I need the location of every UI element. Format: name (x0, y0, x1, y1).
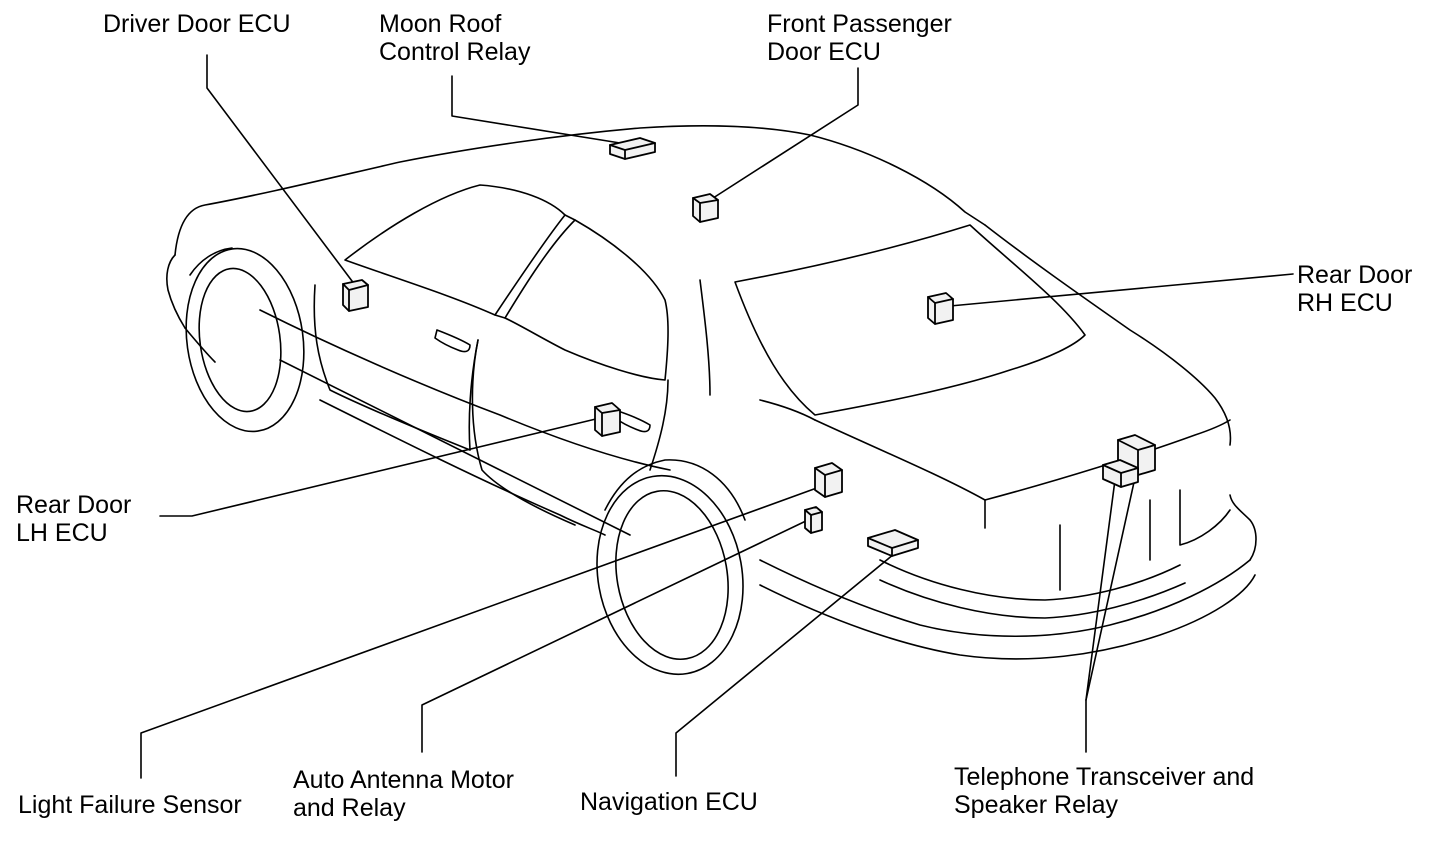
label-rear-door-lh-ecu: Rear Door LH ECU (16, 491, 131, 547)
label-driver-door-ecu: Driver Door ECU (103, 10, 291, 38)
label-auto-antenna-line2: and Relay (293, 794, 406, 822)
label-auto-antenna-line1: Auto Antenna Motor (293, 766, 514, 794)
label-telephone-transceiver-speaker-relay: Telephone Transceiver and Speaker Relay (954, 763, 1254, 819)
label-navigation-ecu: Navigation ECU (580, 788, 758, 816)
rear-door-rh-ecu-box (927, 292, 954, 325)
front-passenger-door-ecu-box (692, 193, 719, 223)
label-auto-antenna-motor-relay: Auto Antenna Motor and Relay (293, 766, 514, 822)
label-rear-door-rh-ecu: Rear Door RH ECU (1297, 261, 1412, 317)
light-failure-sensor-box (814, 462, 843, 498)
label-telephone-line2: Speaker Relay (954, 791, 1118, 819)
car-windows (313, 184, 669, 526)
car-body (166, 125, 1257, 660)
moon-roof-relay-box (609, 137, 656, 160)
label-front-passenger-line1: Front Passenger (767, 10, 952, 38)
navigation-ecu-box (867, 529, 919, 557)
label-front-passenger-line2: Door ECU (767, 38, 881, 66)
label-navigation-ecu-line1: Navigation ECU (580, 788, 758, 816)
auto-antenna-relay-box (804, 506, 823, 534)
label-rear-door-lh-line1: Rear Door (16, 491, 132, 519)
label-rear-door-lh-line2: LH ECU (16, 519, 108, 547)
label-telephone-line1: Telephone Transceiver and (954, 763, 1255, 791)
leader-lines (140, 54, 1294, 779)
label-moon-roof-line2: Control Relay (379, 38, 531, 66)
driver-door-ecu-box (342, 279, 369, 312)
components (342, 137, 1156, 557)
speaker-relay-box (1102, 459, 1139, 488)
label-driver-door-ecu-line1: Driver Door ECU (103, 10, 291, 38)
rear-door-lh-ecu-box (594, 402, 621, 437)
label-rear-door-rh-line2: RH ECU (1297, 289, 1393, 317)
front-left-wheel (185, 247, 305, 433)
label-moon-roof-line1: Moon Roof (379, 10, 502, 38)
label-light-failure-sensor: Light Failure Sensor (18, 791, 242, 819)
label-light-failure-line1: Light Failure Sensor (18, 791, 242, 819)
label-rear-door-rh-line1: Rear Door (1297, 261, 1413, 289)
label-front-passenger-door-ecu: Front Passenger Door ECU (767, 10, 952, 66)
rear-left-wheel (596, 459, 746, 676)
label-moon-roof-control-relay: Moon Roof Control Relay (379, 10, 530, 66)
